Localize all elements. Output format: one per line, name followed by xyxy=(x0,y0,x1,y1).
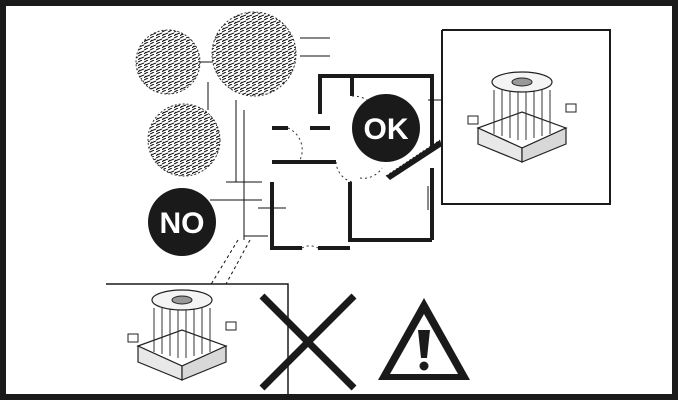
no-badge-label: NO xyxy=(160,207,205,240)
ok-pointer xyxy=(385,139,442,180)
wall-ticks xyxy=(427,99,442,210)
shrub-icon xyxy=(147,103,221,177)
warning-triangle-icon xyxy=(378,298,470,380)
ok-badge-label: OK xyxy=(364,113,409,146)
leader-lines xyxy=(207,82,286,240)
downlight-fixture-icon xyxy=(127,289,237,381)
ok-badge: OK xyxy=(352,94,420,162)
cross-x-icon xyxy=(259,293,357,391)
no-pointer xyxy=(209,239,251,287)
downlight-fixture-icon xyxy=(467,71,577,163)
shrub-icon xyxy=(211,11,330,97)
no-badge: NO xyxy=(148,188,216,256)
floor-plan xyxy=(270,74,434,250)
